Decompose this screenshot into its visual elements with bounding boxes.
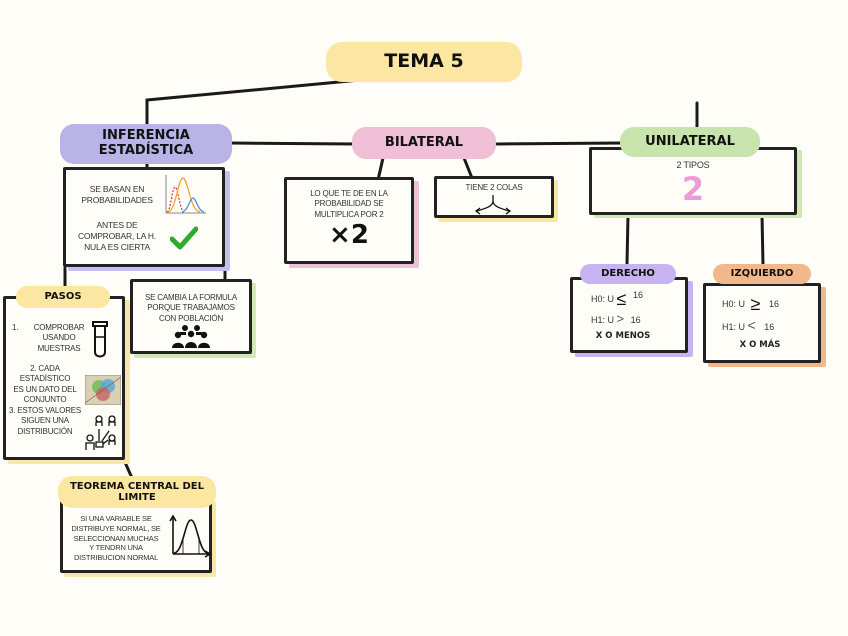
connector-bilateral-unilateral: [495, 141, 624, 146]
bilateral-node[interactable]: BILATERAL: [352, 127, 496, 159]
unilateral-subtitle: 2 TIPOS: [676, 160, 710, 170]
izquierdo-footer: X O MÁS: [739, 340, 781, 350]
inferencia-text2-line3: NULA ES CIERTA: [84, 242, 150, 253]
teorema-title-line2: LIMITE: [118, 492, 156, 503]
derecho-h0: H0: U ≤ 16: [591, 289, 643, 310]
teorema-line1: SI UNA VARIABLE SE: [80, 514, 152, 523]
pasos-title: PASOS: [44, 291, 82, 303]
root-title: TEMA 5: [384, 50, 464, 73]
izquierdo-h1-value: 16: [764, 322, 775, 332]
connector-pasos-teorema: [122, 458, 134, 480]
bilateral-box2: TIENE 2 COLAS: [434, 176, 554, 218]
pasos-box: 1. COMPROBAR USANDO MUESTRAS 2. CADA EST…: [3, 296, 125, 460]
izquierdo-node[interactable]: IZQUIERDO: [713, 264, 811, 284]
connector-tema-inferencia: [145, 78, 362, 130]
step2-line1: 2. CADA ESTADÍSTICO: [19, 364, 71, 384]
teorema-title-line1: TEOREMA CENTRAL DEL: [69, 480, 204, 492]
teorema-line2: DISTRIBUYE NORMAL, SE: [71, 523, 161, 533]
root-title-node[interactable]: TEMA 5: [326, 42, 522, 82]
bilateral-box1-line1: LO QUE TE DE EN LA: [310, 189, 388, 198]
connector-inferencia-bilateral: [228, 141, 357, 146]
derecho-h1-prefix: H1: U: [591, 315, 615, 325]
connector-unilateral-izquierdo: [760, 213, 765, 267]
step3-line3: DISTRIBUCIÓN: [17, 426, 73, 436]
checkmark-icon: [170, 226, 198, 250]
inferencia-text2-line2: COMPROBAR, LA H.: [77, 231, 157, 242]
inferencia-text1-line1: SE BASAN EN: [89, 184, 145, 194]
connector-bilateral-box2: [462, 156, 474, 180]
derecho-title: DERECHO: [601, 268, 655, 280]
step2-line2: ES UN DATO DEL: [13, 384, 77, 394]
derecho-h1: H1: U > 16: [591, 311, 641, 326]
inferencia-node[interactable]: INFERENCIA ESTADÍSTICA: [60, 124, 232, 164]
izquierdo-box: H0: U ≥ 16 H1: U < 16 X O MÁS: [703, 283, 821, 363]
teorema-line4: Y TENDRN UNA: [89, 543, 143, 553]
izquierdo-h0-symbol: ≥: [750, 294, 761, 314]
venn-map-icon: [85, 375, 121, 405]
derecho-h1-symbol: >: [616, 311, 625, 326]
pasos-node[interactable]: PASOS: [16, 286, 110, 308]
inferencia-text2-line1: ANTES DE: [96, 220, 138, 230]
poblacion-box: SE CAMBIA LA FORMULA PORQUE TRABAJAMOS C…: [130, 279, 252, 354]
normal-curve-icon: [169, 514, 211, 558]
derecho-h1-value: 16: [630, 315, 641, 325]
step3-line2: SIGUEN UNA: [21, 416, 69, 426]
step1-line2: USANDO: [42, 333, 76, 343]
derecho-h0-prefix: H0: U: [591, 294, 615, 304]
unilateral-box: 2 TIPOS 2: [589, 147, 797, 215]
inferencia-box: SE BASAN EN PROBABILIDADES ANTES DE COMP…: [63, 167, 225, 267]
bilateral-box2-text: TIENE 2 COLAS: [465, 183, 523, 192]
izquierdo-h0-prefix: H0: U: [722, 299, 746, 309]
teorema-box: SI UNA VARIABLE SE DISTRIBUYE NORMAL, SE…: [60, 497, 212, 573]
poblacion-line2: PORQUE TRABAJAMOS: [147, 303, 235, 313]
times-two-text: ×2: [329, 220, 369, 250]
presenter-distribution-icon: [85, 415, 116, 450]
izquierdo-title: IZQUIERDO: [730, 268, 794, 280]
bilateral-box1: LO QUE TE DE EN LA PROBABILIDAD SE MULTI…: [284, 177, 414, 264]
unilateral-big-digit: 2: [681, 170, 705, 208]
derecho-box: H0: U ≤ 16 H1: U > 16 X O MENOS: [570, 277, 688, 353]
connector-bilateral-box1: [376, 156, 385, 182]
connector-unilateral-derecho: [625, 213, 630, 266]
unilateral-title: UNILATERAL: [645, 133, 735, 149]
inferencia-text1-line2: PROBABILIDADES: [81, 195, 153, 206]
poblacion-line1: SE CAMBIA LA FORMULA: [144, 293, 238, 302]
distribution-curves-icon: [165, 175, 206, 214]
derecho-footer: X O MENOS: [595, 331, 651, 341]
bilateral-box1-line3: MULTIPLICA POR 2: [314, 209, 384, 219]
step1-line1: COMPROBAR: [33, 323, 85, 332]
izquierdo-h0: H0: U ≥ 16: [722, 294, 779, 315]
bilateral-box1-line2: PROBABILIDAD SE: [314, 199, 384, 209]
izquierdo-h1-prefix: H1: U: [722, 322, 746, 332]
step1-line3: MUESTRAS: [37, 343, 81, 353]
crowd-icon: [172, 325, 210, 348]
derecho-node[interactable]: DERECHO: [580, 264, 676, 284]
inferencia-title-line1: INFERENCIA: [102, 128, 190, 144]
split-arrow-icon: [474, 195, 512, 215]
teorema-line5: DISTRIBUCION NORMAL: [73, 553, 159, 562]
derecho-h0-symbol: ≤: [616, 289, 627, 309]
step2-line3: CONJUNTO: [23, 395, 67, 405]
teorema-line3: SELECCIONAN MUCHAS: [73, 533, 159, 543]
inferencia-title-line2: ESTADÍSTICA: [98, 143, 194, 158]
step3-line1: 3. ESTOS VALORES: [8, 406, 82, 415]
izquierdo-h1: H1: U < 16: [722, 317, 774, 333]
poblacion-line3: CON POBLACIÓN: [158, 313, 224, 323]
test-tube-icon: [92, 321, 108, 358]
derecho-h0-value: 16: [632, 290, 643, 300]
izquierdo-h1-symbol: <: [747, 317, 756, 333]
teorema-node[interactable]: TEOREMA CENTRAL DEL LIMITE: [58, 476, 216, 508]
izquierdo-h0-value: 16: [768, 299, 779, 309]
unilateral-node[interactable]: UNILATERAL: [620, 127, 760, 157]
bilateral-title: BILATERAL: [384, 134, 464, 150]
step1-number: 1.: [12, 323, 19, 332]
